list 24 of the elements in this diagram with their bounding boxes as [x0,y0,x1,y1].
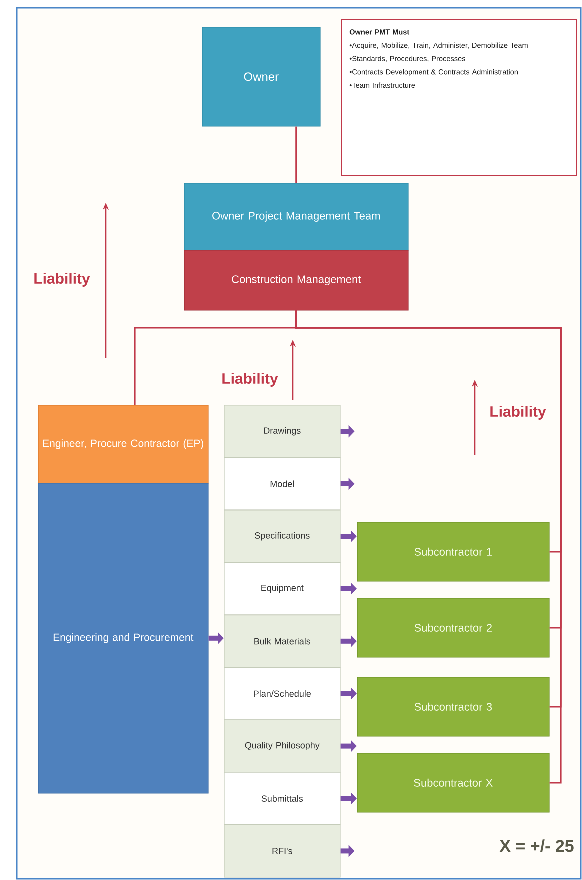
label-text: Liability [34,273,90,287]
connector-line [296,310,562,784]
department-box: Engineering and Procurement [38,483,209,794]
subcontractor-box: Subcontractor 2 [357,598,550,658]
deliverable-cell: Submittals [224,772,341,826]
deliverable-cell: Specifications [224,510,341,564]
subcontractor-box: Subcontractor 1 [357,522,550,582]
contractor-box: Engineer, Procure Contractor (EP) [38,405,209,484]
deliverable-cell: Equipment [224,562,341,616]
deliverable-cell: Drawings [224,405,341,458]
owner-box: Owner [202,27,321,127]
deliverable-cell: Bulk Materials [224,614,341,668]
deliverable-cell: RFI's [224,824,341,878]
deliverable-cell: Quality Philosophy [224,720,341,773]
label-text: X = +/- 25 [500,840,574,852]
label-text: Liability [490,406,546,420]
subcontractor-box: Subcontractor X [357,753,550,813]
management-box: Construction Management [184,250,409,311]
label-text: Liability [222,373,278,387]
deliverable-cell: Plan/Schedule [224,667,341,720]
subcontractor-box: Subcontractor 3 [357,677,550,737]
deliverable-cell: Model [224,457,341,511]
team-box: Owner Project Management Team [184,183,409,251]
connector-line [296,126,298,183]
